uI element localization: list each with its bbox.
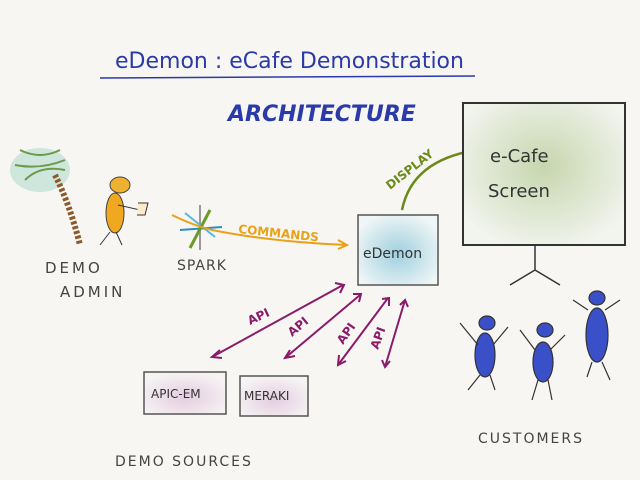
commands-arrowhead-icon: [337, 239, 350, 250]
api-label: API: [285, 314, 311, 339]
subtitle: ARCHITECTURE: [226, 102, 416, 127]
screen-stand: [509, 245, 561, 286]
palm-tree-icon: [10, 148, 83, 246]
admin-label-line1: DEMO: [45, 259, 103, 277]
source-label: APIC-EM: [151, 387, 201, 401]
diagram-title: eDemon : eCafe Demonstration: [115, 49, 464, 74]
api-arrow: [384, 299, 406, 368]
api-arrow: [284, 294, 361, 359]
source-box-apic-em: [143, 371, 227, 415]
api-label: API: [245, 306, 271, 328]
title-underline: [99, 75, 476, 79]
api-arrow: [211, 284, 344, 358]
admin-label-line2: ADMIN: [60, 283, 125, 301]
edemon-box: [357, 214, 439, 286]
source-label: MERAKI: [244, 389, 289, 403]
admin-figure-icon: [99, 176, 149, 246]
spark-label: SPARK: [177, 258, 227, 274]
screen-label-line2: Screen: [488, 181, 550, 202]
commands-label: COMMANDS: [238, 222, 320, 244]
ecafe-screen: [462, 102, 626, 246]
edemon-label: eDemon: [363, 246, 422, 262]
customers-label: CUSTOMERS: [478, 431, 584, 447]
source-box-meraki: [239, 375, 309, 417]
api-arrows: [209, 282, 409, 369]
api-arrow: [337, 297, 389, 366]
commands-arrow: [171, 214, 348, 246]
screen-label-line1: e-Cafe: [490, 146, 549, 167]
sources-label: DEMO SOURCES: [115, 454, 253, 470]
api-label: API: [368, 325, 389, 351]
customer-figures-icon: [459, 290, 621, 401]
